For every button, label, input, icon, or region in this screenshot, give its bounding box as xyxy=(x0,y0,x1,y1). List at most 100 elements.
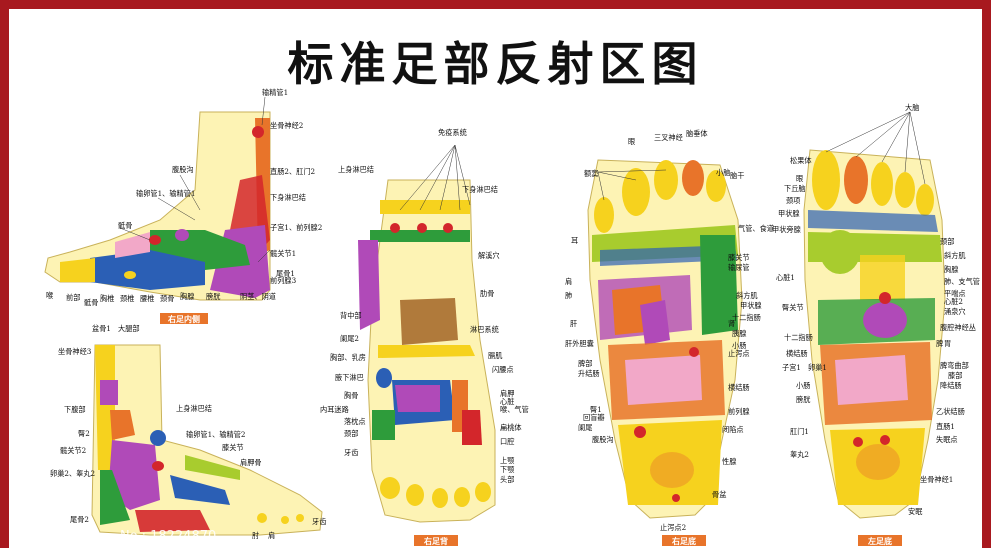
label-dorsum-5: 背中部 xyxy=(340,311,362,320)
label-dorsum-4: 肋骨 xyxy=(480,289,494,298)
watermark-site: 昵图网 xyxy=(14,529,53,544)
label-right-sole-28: 止泻点 xyxy=(728,349,750,358)
label-outer-4: 臀2 xyxy=(78,429,90,438)
label-dorsum-6: 淋巴系统 xyxy=(470,325,499,334)
label-dorsum-8: 胸部、乳房 xyxy=(330,353,366,362)
label-dorsum-10: 内耳迷路 xyxy=(320,405,349,414)
label-outer-13: 肘 xyxy=(252,531,259,540)
label-right-sole-21: 横结肠 xyxy=(728,383,750,392)
label-right-sole-31: 骨盆 xyxy=(712,490,726,499)
label-outer-5: 上身淋巴结 xyxy=(176,404,212,413)
label-dorsum-23: 落枕点 xyxy=(344,417,366,426)
label-inner-2: 腹股沟 xyxy=(172,165,194,174)
label-right-sole-12: 肺 xyxy=(565,291,572,300)
label-left-sole-25: 肛门1 xyxy=(790,427,809,436)
label-inner-19: 颈骨 xyxy=(160,294,174,303)
label-dorsum-24: 头部 xyxy=(500,475,514,484)
label-left-sole-14: 涌泉穴 xyxy=(944,307,966,316)
label-inner-20: 喉 xyxy=(46,291,53,300)
label-right-sole-10: 甲状腺 xyxy=(740,301,762,310)
right-sole-labels: 额窦 眼 三叉神经 脑垂体 小脑 脑干 耳 气管、食道 肩 斜方肌 甲状腺 肝 … xyxy=(565,129,774,532)
label-left-sole-20: 降结肠 xyxy=(940,381,962,390)
label-outer-1: 大腿部 xyxy=(118,324,140,333)
caption-right-inner: 右足内侧 xyxy=(167,314,200,324)
right-sole-leaders xyxy=(597,169,667,201)
label-outer-0: 盆骨1 xyxy=(92,324,111,333)
label-right-sole-2: 三叉神经 xyxy=(654,133,683,142)
label-inner-11: 阴茎、阴道 xyxy=(240,292,276,301)
label-right-sole-20: 小肠 xyxy=(732,341,746,350)
label-dorsum-1: 上身淋巴结 xyxy=(338,165,374,174)
label-dorsum-0: 免疫系统 xyxy=(438,128,467,137)
label-left-sole-12: 平喘点 xyxy=(944,289,966,298)
label-right-sole-13: 十二指肠 xyxy=(732,313,761,322)
label-left-sole-11: 心脏1 xyxy=(776,273,795,282)
caption-left-sole: 左足底 xyxy=(867,536,892,546)
label-left-sole-13: 心脏2 xyxy=(944,297,963,306)
label-right-sole-3: 脑垂体 xyxy=(686,129,708,138)
label-left-sole-26: 睾丸2 xyxy=(790,450,809,459)
label-left-sole-6: 甲状旁腺 xyxy=(772,225,801,234)
caption-right-dorsum: 右足背 xyxy=(423,536,448,546)
label-right-sole-14: 肝外胆囊 xyxy=(565,339,594,348)
caption-right-dorsum-bg xyxy=(414,535,458,546)
foot-inner-illustration xyxy=(44,111,271,301)
label-inner-16: 前部 xyxy=(66,293,80,302)
label-outer-12: 牙齿 xyxy=(312,517,326,526)
label-inner-15: 颈椎 xyxy=(120,294,134,303)
label-dorsum-9: 膈肌 xyxy=(488,351,502,360)
label-outer-3: 下腹部 xyxy=(64,405,86,414)
label-left-sole-1: 松果体 xyxy=(790,156,812,165)
label-left-sole-3: 下丘脑 xyxy=(784,184,806,193)
label-right-sole-27: 输尿管 xyxy=(728,263,750,272)
label-right-sole-24: 腹股沟 xyxy=(592,435,614,444)
inner-labels: 输精管1 坐骨神经2 腹股沟 直肠2、肛门2 输卵管1、输精管1 下身淋巴结 子… xyxy=(46,88,322,307)
label-inner-13: 胸腺 xyxy=(180,292,194,301)
label-outer-14: 肩 xyxy=(268,531,275,540)
label-left-sole-28: 直肠1 xyxy=(936,422,955,431)
label-right-sole-16: 脾部 xyxy=(578,359,592,368)
label-outer-7: 输卵管1、输精管2 xyxy=(186,430,245,439)
label-right-sole-7: 气管、食道 xyxy=(738,224,774,233)
label-inner-10: 前列腺3 xyxy=(270,276,297,285)
label-left-sole-10: 肺、支气管 xyxy=(944,277,980,286)
left-sole-labels: 大脑 松果体 眼 下丘脑 颈项 甲状腺 甲状旁腺 颈部 斜方肌 胸腺 肺、支气管… xyxy=(772,103,980,516)
label-inner-9: 尾骨1 xyxy=(276,269,295,278)
label-outer-9: 卵巢2、睾丸2 xyxy=(50,469,95,478)
label-dorsum-11: 腋下淋巴 xyxy=(335,373,364,382)
outer-labels: 盆骨1 大腿部 坐骨神经3 下腹部 臀2 上身淋巴结 髋关节2 输卵管1、输精管… xyxy=(50,324,326,540)
label-left-sole-29: 失眠点 xyxy=(936,435,958,444)
label-dorsum-22: 牙齿 xyxy=(344,448,358,457)
label-right-sole-9: 斜方肌 xyxy=(736,291,758,300)
left-sole-leaders xyxy=(825,111,926,185)
label-dorsum-19: 下颚 xyxy=(500,465,514,474)
label-left-sole-16: 脾 xyxy=(936,339,943,348)
label-right-sole-26: 肾 xyxy=(728,319,735,328)
label-right-sole-32: 止泻点2 xyxy=(660,523,686,532)
label-left-sole-31: 安眠 xyxy=(908,507,922,516)
label-left-sole-5: 甲状腺 xyxy=(778,209,800,218)
label-left-sole-33: 膝部 xyxy=(948,371,962,380)
caption-right-sole: 右足底 xyxy=(671,536,696,546)
label-inner-6: 子宫1、前列腺2 xyxy=(270,223,322,232)
right-sole-illustration xyxy=(587,159,743,519)
label-right-sole-15: 胰腺 xyxy=(732,329,746,338)
label-dorsum-21: 颈部 xyxy=(344,429,358,438)
dorsum-leaders xyxy=(399,144,471,211)
label-right-sole-22: 前列腺 xyxy=(728,407,750,416)
label-outer-11: 尾骨2 xyxy=(70,515,89,524)
label-right-sole-19: 阑尾 xyxy=(578,423,592,432)
label-outer-2: 坐骨神经3 xyxy=(58,347,92,356)
label-outer-10: 肩胛骨 xyxy=(240,458,262,467)
label-left-sole-22: 卵巢1 xyxy=(808,363,827,372)
label-inner-12: 膀胱 xyxy=(206,292,220,301)
label-inner-4: 输卵管1、输精管1 xyxy=(136,189,195,198)
foot-dorsum-illustration xyxy=(358,179,496,523)
label-left-sole-4: 颈项 xyxy=(786,196,800,205)
caption-left-sole-bg xyxy=(858,535,902,546)
label-inner-7: 髋关节1 xyxy=(270,249,296,258)
label-right-sole-17: 升结肠 xyxy=(578,369,600,378)
label-dorsum-14: 扁桃体 xyxy=(500,423,522,432)
